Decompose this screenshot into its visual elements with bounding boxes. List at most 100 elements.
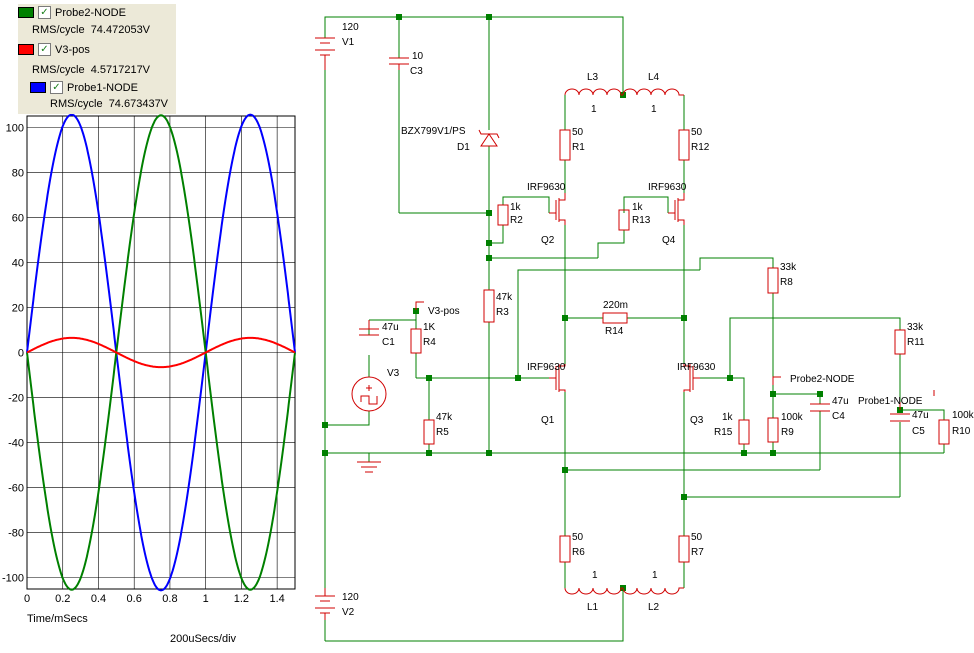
l1-value: 1 (592, 570, 598, 581)
c5-value: 47u (912, 410, 929, 421)
x-tick-label: 1.2 (234, 593, 249, 605)
r2-ref: R2 (510, 215, 523, 226)
q3-model: IRF9630 (677, 362, 716, 373)
v1-ref: V1 (342, 37, 355, 48)
r7-ref: R7 (691, 547, 704, 558)
r10-ref: R10 (952, 426, 971, 437)
q4-mosfet (668, 193, 685, 225)
x-tick-label: 0.8 (162, 593, 177, 605)
x-tick-label: 0 (24, 593, 30, 605)
r8-value: 33k (780, 262, 797, 273)
v3pos-name: V3-pos (55, 43, 90, 56)
c4-value: 47u (832, 396, 849, 407)
r11-value: 33k (907, 322, 924, 333)
trace-probe2-node (26, 114, 296, 591)
r13-value: 1k (632, 202, 644, 213)
probe2-checkbox[interactable]: ✓ (38, 6, 51, 19)
r1-ref: R1 (572, 142, 585, 153)
l2-value: 1 (652, 570, 658, 581)
r8-ref: R8 (780, 277, 793, 288)
v3pos-rms-value: 4.5717217V (90, 64, 151, 76)
v3-ref: V3 (387, 368, 400, 379)
c1-value: 47u (382, 322, 399, 333)
r15-value: 1k (722, 412, 734, 423)
v1-value: 120 (342, 22, 359, 33)
q3-ref: Q3 (690, 415, 704, 426)
r9-value: 100k (781, 412, 804, 423)
y-tick-label: 80 (12, 167, 24, 179)
v3pos-rms-label: RMS/cycle (32, 64, 85, 76)
x-tick-label: 0.2 (55, 593, 70, 605)
y-tick-label: -100 (2, 573, 24, 585)
r5-ref: R5 (436, 427, 449, 438)
r13-ref: R13 (632, 215, 651, 226)
l3-value: 1 (591, 104, 597, 115)
y-tick-label: -40 (8, 438, 24, 450)
x-axis-label: Time/mSecs (27, 613, 88, 625)
plot-grid (26, 115, 296, 590)
l4-value: 1 (651, 104, 657, 115)
probe2-rms-label: RMS/cycle (32, 24, 85, 36)
legend-item-probe1[interactable]: ✓ Probe1-NODE (30, 80, 138, 95)
components (315, 37, 950, 620)
c3-value: 10 (412, 51, 424, 62)
c4-ref: C4 (832, 411, 845, 422)
r15-ref: R15 (714, 427, 733, 438)
r12-ref: R12 (691, 142, 710, 153)
trace-probe1-node (26, 113, 296, 592)
probe2-name: Probe2-NODE (55, 6, 126, 19)
x-tick-label: 1 (203, 593, 209, 605)
c3-ref: C3 (410, 66, 423, 77)
x-tick-label: 0.6 (127, 593, 142, 605)
c1-ref: C1 (382, 337, 395, 348)
legend-item-probe2[interactable]: ✓ Probe2-NODE (18, 5, 126, 20)
v2-value: 120 (342, 592, 359, 603)
q2-model: IRF9630 (527, 182, 566, 193)
probe2-label: Probe2-NODE (790, 374, 855, 385)
c5-ref: C5 (912, 426, 925, 437)
plot-legend: ✓ Probe2-NODE RMS/cycle 74.472053V ✓ V3-… (18, 4, 176, 114)
legend-item-v3pos[interactable]: ✓ V3-pos (18, 42, 90, 57)
trace-v3-pos (26, 336, 296, 369)
x-scale-note: 200uSecs/div (170, 633, 237, 645)
v3pos-rms: RMS/cycle 4.5717217V (32, 64, 150, 76)
q2-ref: Q2 (541, 235, 555, 246)
probe1-checkbox[interactable]: ✓ (50, 81, 63, 94)
r1-value: 50 (572, 127, 584, 138)
v3pos-checkbox[interactable]: ✓ (38, 43, 51, 56)
y-tick-label: -20 (8, 393, 24, 405)
r4-ref: R4 (423, 337, 436, 348)
y-tick-label: 0 (18, 348, 24, 360)
y-tick-label: 60 (12, 212, 24, 224)
r6-ref: R6 (572, 547, 585, 558)
r2-value: 1k (510, 202, 522, 213)
probe1-label: Probe1-NODE (858, 396, 923, 407)
v2-ref: V2 (342, 607, 355, 618)
r12-value: 50 (691, 127, 703, 138)
y-tick-label: 100 (6, 122, 24, 134)
r10-value: 100k (952, 410, 974, 421)
q2-mosfet (549, 193, 566, 225)
y-tick-label: 20 (12, 302, 24, 314)
l1-ref: L1 (587, 602, 599, 613)
r14-ref: R14 (605, 326, 624, 337)
y-tick-label: 40 (12, 257, 24, 269)
r14-value: 220m (603, 300, 628, 311)
y-tick-label: -80 (8, 528, 24, 540)
l4-ref: L4 (648, 72, 660, 83)
probe2-rms: RMS/cycle 74.472053V (32, 24, 150, 36)
q3-mosfet (683, 364, 700, 392)
r4-value: 1K (423, 322, 436, 333)
q1-mosfet (549, 364, 566, 392)
r6-value: 50 (572, 532, 584, 543)
x-tick-label: 1.4 (269, 593, 284, 605)
q1-ref: Q1 (541, 415, 555, 426)
d1-ref: D1 (457, 142, 470, 153)
probe1-name: Probe1-NODE (67, 81, 138, 94)
r3-value: 47k (496, 292, 513, 303)
